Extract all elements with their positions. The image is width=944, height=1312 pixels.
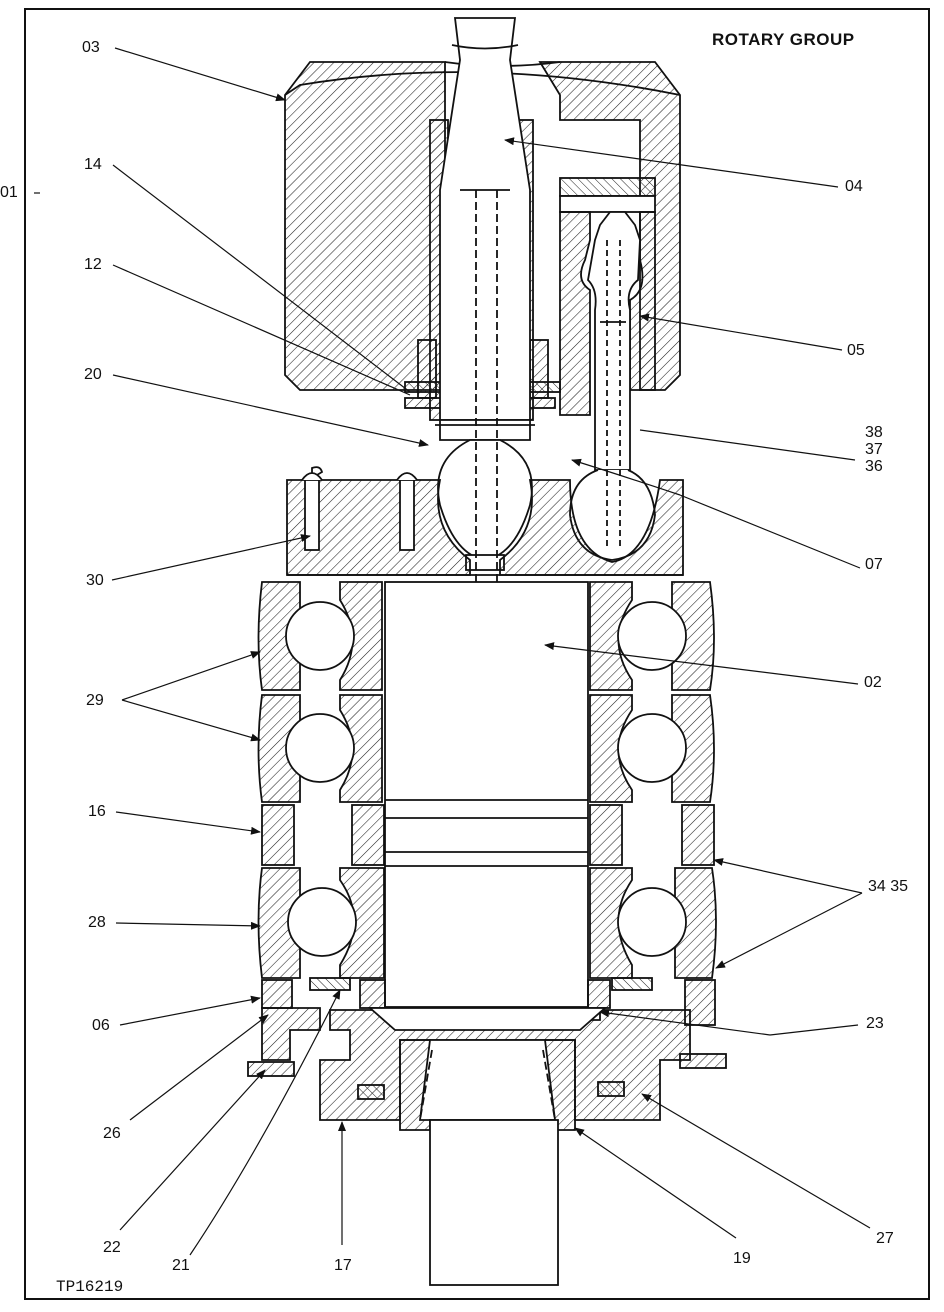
- callout-34-35: 34 35: [868, 878, 909, 895]
- callout-29: 29: [86, 692, 104, 709]
- callout-04: 04: [845, 178, 863, 195]
- callout-28: 28: [88, 914, 106, 931]
- callout-26: 26: [103, 1125, 121, 1142]
- cylinder-block: [284, 61, 681, 416]
- diagram-title: ROTARY GROUP: [712, 30, 855, 49]
- piston: [569, 211, 656, 561]
- callout-27: 27: [876, 1230, 894, 1247]
- callout-38: 38: [865, 424, 883, 441]
- callout-23: 23: [866, 1015, 884, 1032]
- callout-20: 20: [84, 366, 102, 383]
- callout-01: 01: [0, 184, 18, 201]
- center-pin: [435, 17, 535, 1010]
- bearings-right: [589, 581, 717, 979]
- callout-21: 21: [172, 1257, 190, 1274]
- drive-plate: [286, 466, 684, 576]
- callout-37: 37: [865, 441, 883, 458]
- drawing-frame: [24, 8, 930, 1300]
- drive-shaft: [384, 581, 589, 1008]
- figure-code: TP16219: [56, 1278, 124, 1296]
- callout-14: 14: [84, 156, 102, 173]
- callout-19: 19: [733, 1250, 751, 1267]
- bearings-left: [257, 581, 385, 979]
- callout-36: 36: [865, 458, 883, 475]
- callout-17: 17: [334, 1257, 352, 1274]
- callout-06: 06: [92, 1017, 110, 1034]
- callout-22: 22: [103, 1239, 121, 1256]
- callout-03: 03: [82, 39, 100, 56]
- callout-16: 16: [88, 803, 106, 820]
- lower-housing: [247, 977, 727, 1286]
- callout-07: 07: [865, 556, 883, 573]
- callout-05: 05: [847, 342, 865, 359]
- callout-30: 30: [86, 572, 104, 589]
- callout-02: 02: [864, 674, 882, 691]
- callout-12: 12: [84, 256, 102, 273]
